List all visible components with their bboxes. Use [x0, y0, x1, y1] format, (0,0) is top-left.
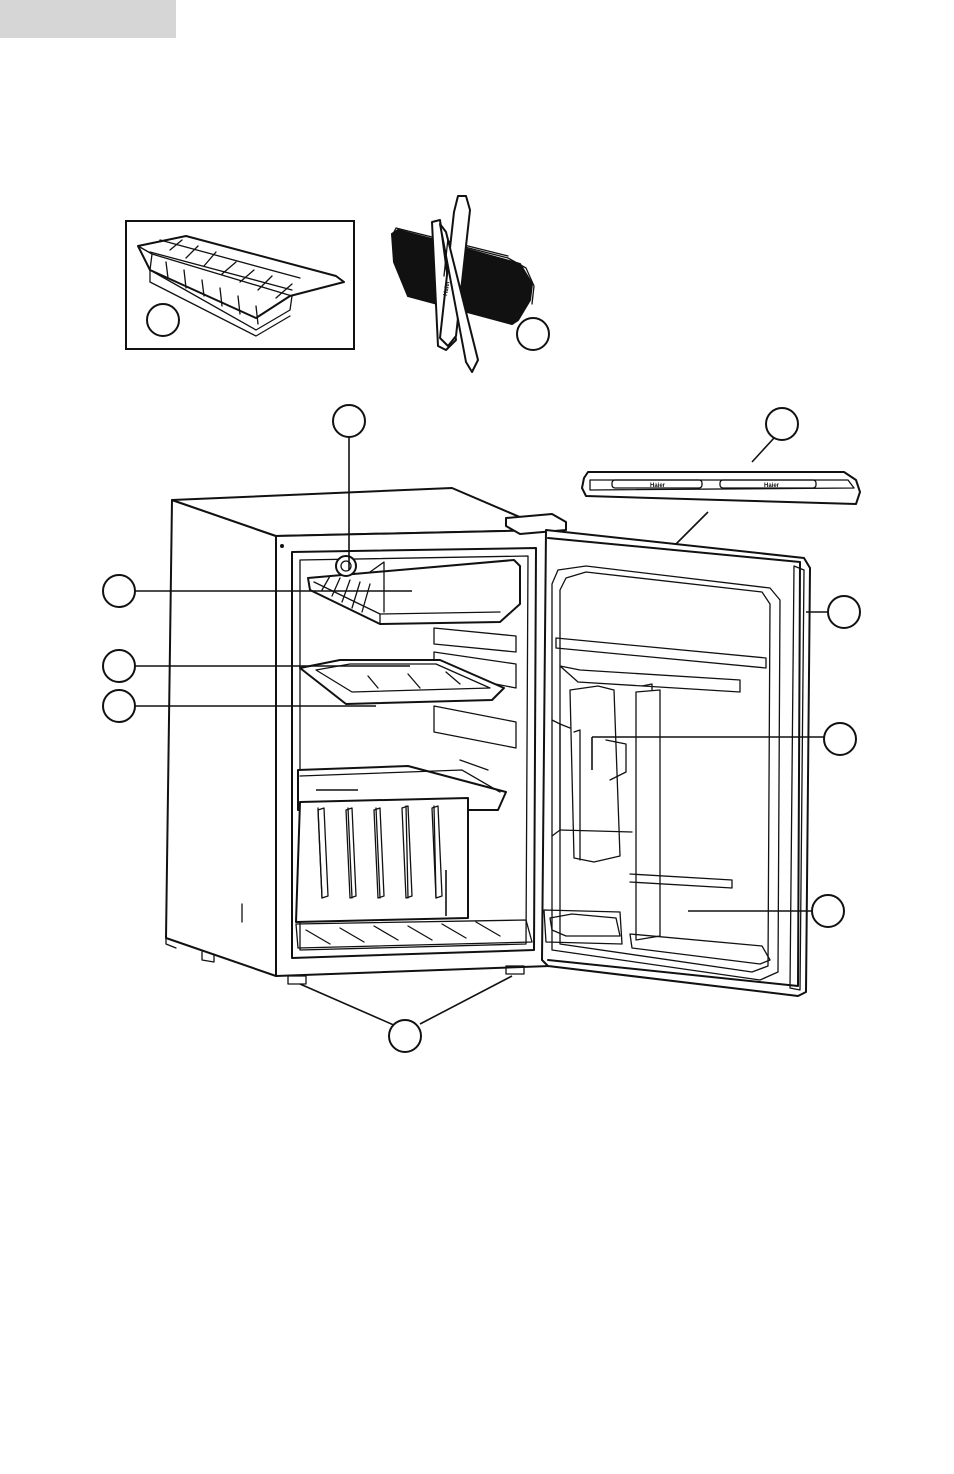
callout-door-bins — [812, 895, 844, 927]
door-bar-brand-right: Haier — [764, 483, 780, 489]
callout-thermostat — [333, 405, 365, 437]
refrigerator-door — [542, 530, 810, 996]
thermostat-knob — [336, 556, 356, 576]
callout-scraper — [517, 318, 549, 350]
callout-door-gasket — [828, 596, 860, 628]
callout-can-dispenser — [824, 723, 856, 755]
callout-ice-tray — [147, 304, 179, 336]
callout-freezer — [103, 575, 135, 607]
door-bar-brand-left: Haier — [650, 483, 666, 489]
ice-cube-tray-icon — [126, 221, 354, 349]
callout-door-bar — [766, 408, 798, 440]
crisper-bin — [296, 798, 468, 922]
door-bar-icon: Haier Haier — [582, 408, 860, 544]
callout-shelf — [103, 690, 135, 722]
callout-leveling-legs — [389, 1020, 421, 1052]
callout-drip-tray — [103, 650, 135, 682]
ice-scraper-icon: Haier — [392, 196, 549, 372]
